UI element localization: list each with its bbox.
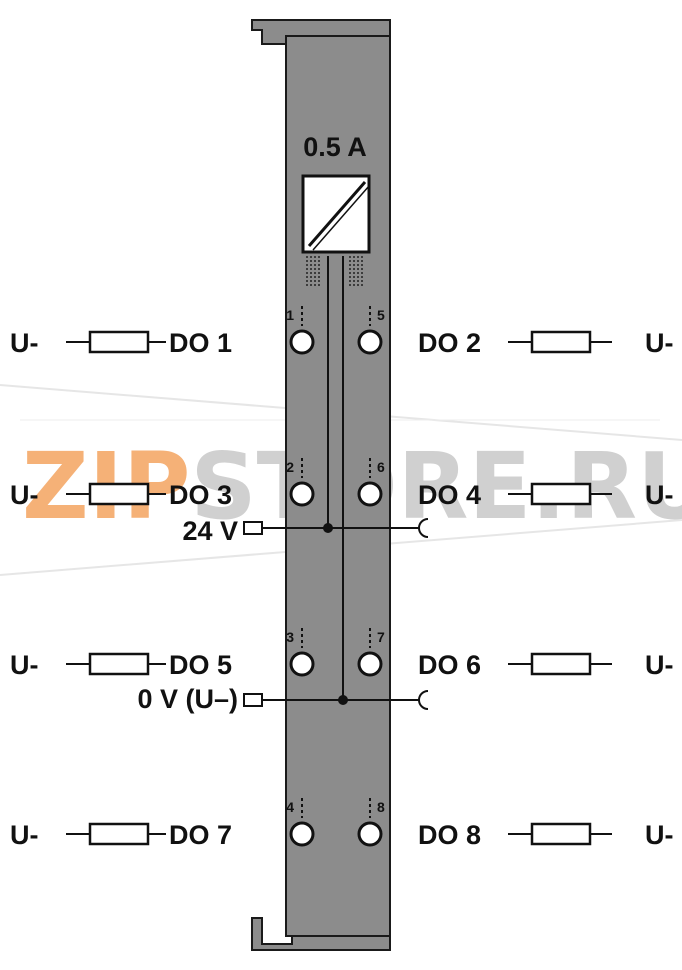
channels: 1 DO 1 U- 5 DO 2 U- 2 DO 3 U- 6 DO 4 U- 3 DO 5 U- 7 DO 6… bbox=[10, 306, 674, 850]
load-reference-label: U- bbox=[10, 480, 39, 510]
channel-label: DO 8 bbox=[418, 820, 481, 850]
channel-do-5: 3 DO 5 U- bbox=[10, 628, 315, 680]
supply-jumper-contact bbox=[418, 518, 429, 538]
load-reference-label: U- bbox=[645, 480, 674, 510]
ground-jumper-contact bbox=[418, 690, 429, 710]
load-resistor bbox=[530, 822, 592, 846]
terminal-1 bbox=[289, 329, 315, 355]
load-resistor bbox=[530, 330, 592, 354]
channel-label: DO 2 bbox=[418, 328, 481, 358]
load-reference-label: U- bbox=[645, 820, 674, 850]
pin-number: 1 bbox=[286, 307, 294, 323]
channel-label: DO 1 bbox=[169, 328, 232, 358]
pin-number: 2 bbox=[286, 459, 294, 475]
load-resistor bbox=[88, 330, 150, 354]
channel-label: DO 3 bbox=[169, 480, 232, 510]
terminal-4 bbox=[289, 821, 315, 847]
supply-junction-dot bbox=[323, 523, 333, 533]
terminal-8 bbox=[357, 821, 383, 847]
pin-number: 4 bbox=[286, 799, 294, 815]
supply-terminal bbox=[243, 521, 263, 535]
channel-label: DO 5 bbox=[169, 650, 232, 680]
watermark-gray: STORE.RU bbox=[190, 433, 682, 540]
load-resistor bbox=[88, 482, 150, 506]
terminal-2 bbox=[289, 481, 315, 507]
terminal-3 bbox=[289, 651, 315, 677]
load-reference-label: U- bbox=[10, 820, 39, 850]
converter-block bbox=[301, 174, 371, 254]
load-reference-label: U- bbox=[645, 650, 674, 680]
pin-number: 6 bbox=[377, 459, 385, 475]
channel-do-6: 7 DO 6 U- bbox=[357, 628, 674, 680]
channel-do-4: 6 DO 4 U- bbox=[357, 458, 674, 510]
channel-do-3: 2 DO 3 U- bbox=[10, 458, 315, 510]
current-rating-label: 0.5 A bbox=[303, 132, 367, 162]
converter-diagonal bbox=[307, 181, 367, 247]
load-resistor bbox=[530, 652, 592, 676]
channel-do-1: 1 DO 1 U- bbox=[10, 306, 315, 358]
channel-do-2: 5 DO 2 U- bbox=[357, 306, 674, 358]
pin-number: 3 bbox=[286, 629, 294, 645]
channel-do-8: 8 DO 8 U- bbox=[357, 798, 674, 850]
supply-label: 24 V bbox=[182, 516, 238, 546]
pin-number: 5 bbox=[377, 307, 385, 323]
terminal-7 bbox=[357, 651, 383, 677]
channel-do-7: 4 DO 7 U- bbox=[10, 798, 315, 850]
channel-label: DO 4 bbox=[418, 480, 481, 510]
ground-terminal bbox=[243, 693, 263, 707]
load-resistor bbox=[530, 482, 592, 506]
pin-number: 8 bbox=[377, 799, 385, 815]
load-resistor bbox=[88, 652, 150, 676]
power-rails: 24 V 0 V (U–) bbox=[137, 516, 429, 714]
ground-junction-dot bbox=[338, 695, 348, 705]
load-reference-label: U- bbox=[645, 328, 674, 358]
channel-label: DO 6 bbox=[418, 650, 481, 680]
load-resistor bbox=[88, 822, 150, 846]
internal-bus bbox=[306, 256, 363, 700]
terminal-5 bbox=[357, 329, 383, 355]
pin-number: 7 bbox=[377, 629, 385, 645]
load-reference-label: U- bbox=[10, 328, 39, 358]
channel-label: DO 7 bbox=[169, 820, 232, 850]
load-reference-label: U- bbox=[10, 650, 39, 680]
terminal-6 bbox=[357, 481, 383, 507]
converter-diagonal bbox=[312, 185, 370, 251]
ground-label: 0 V (U–) bbox=[137, 684, 238, 714]
